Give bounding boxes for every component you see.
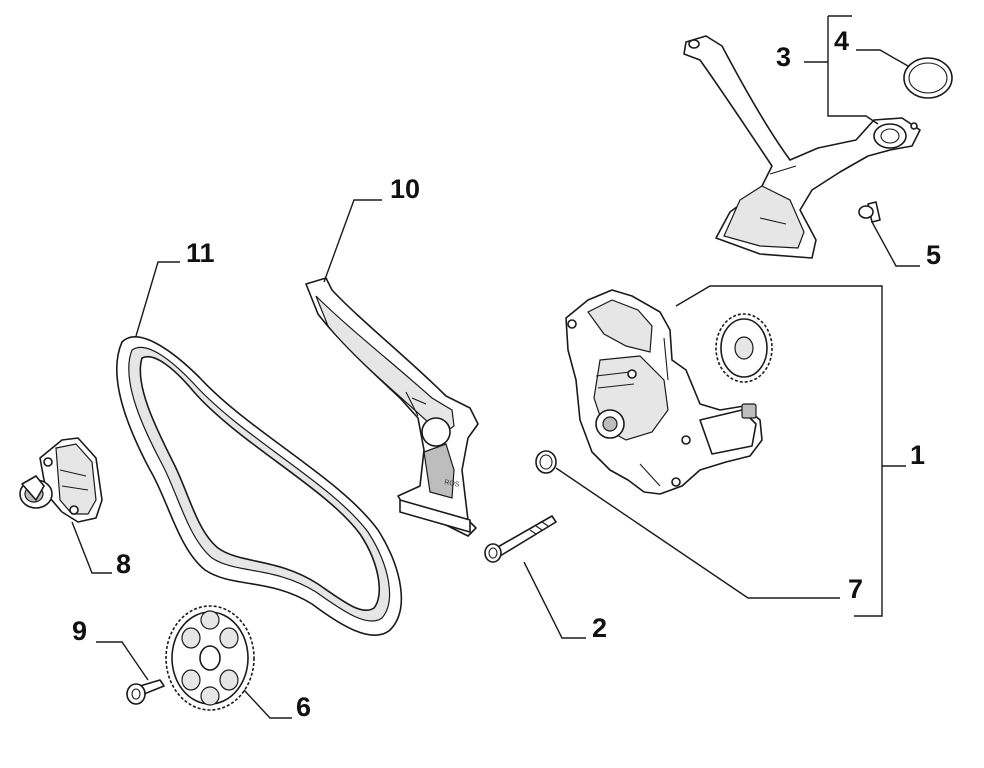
leader-10 xyxy=(323,199,382,283)
bracket-1 xyxy=(675,285,883,617)
leader-7 xyxy=(555,467,840,599)
bracket-3 xyxy=(827,15,879,125)
callout-5: 5 xyxy=(926,240,941,270)
callout-labels: 1 2 3 4 5 6 7 8 9 10 11 xyxy=(72,26,941,722)
callout-1: 1 xyxy=(910,440,925,470)
seal-ring-part xyxy=(535,450,557,474)
callout-9: 9 xyxy=(72,616,87,646)
guide-stamp-text: ROS xyxy=(444,479,460,489)
chain-tensioner-part xyxy=(19,437,103,523)
drive-chain-part xyxy=(116,336,403,636)
leader-6 xyxy=(243,689,292,719)
callout-10: 10 xyxy=(390,174,420,204)
callout-3: 3 xyxy=(776,42,791,72)
sprocket-part xyxy=(165,605,255,711)
screw-part xyxy=(858,201,881,223)
callout-8: 8 xyxy=(116,549,131,579)
callout-2: 2 xyxy=(592,613,607,643)
oil-pump-part xyxy=(565,289,773,495)
leader-11 xyxy=(135,261,180,337)
o-ring-part xyxy=(903,57,953,99)
callout-4: 4 xyxy=(834,26,849,56)
callout-6: 6 xyxy=(296,692,311,722)
leader-8 xyxy=(71,521,112,574)
leader-lines xyxy=(71,15,920,719)
bolt-part xyxy=(484,515,557,563)
callout-7: 7 xyxy=(848,574,863,604)
oil-pickup-pipe-part xyxy=(683,35,921,259)
leader-4 xyxy=(856,49,909,67)
callout-11: 11 xyxy=(186,238,215,268)
leader-9 xyxy=(96,641,149,681)
leader-2 xyxy=(523,561,586,639)
sprocket-bolt-part xyxy=(126,679,165,705)
leader-5 xyxy=(871,221,920,267)
chain-guide-part: ROS xyxy=(305,277,479,537)
